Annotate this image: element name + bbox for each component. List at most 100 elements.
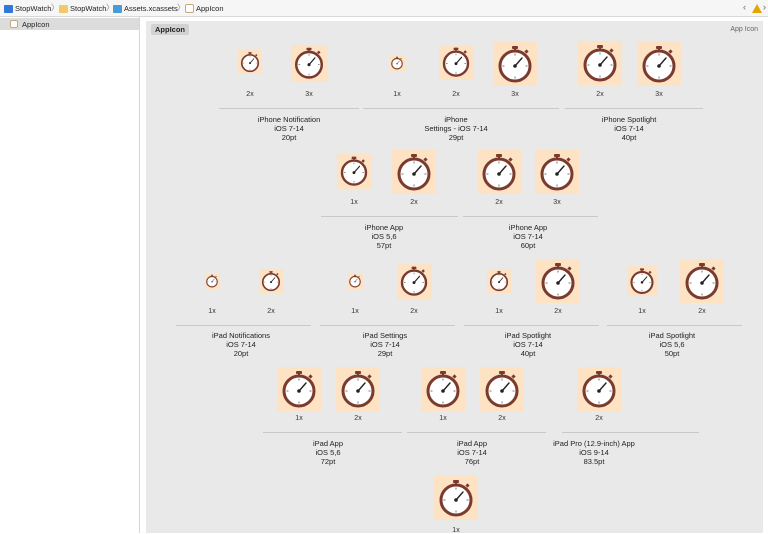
stopwatch-icon	[349, 274, 361, 288]
icon-group-divider	[263, 432, 402, 433]
icon-slot-well[interactable]	[493, 42, 537, 86]
icon-slot-well[interactable]	[259, 269, 283, 293]
breadcrumb-label: StopWatch	[70, 4, 107, 13]
appicon-icon	[185, 4, 194, 13]
icon-slot-well[interactable]	[336, 367, 380, 411]
icon-group-label-line: iOS 7-14	[614, 124, 644, 133]
icon-slot-scale-label: 2x	[554, 308, 562, 315]
icon-slot-scale-label: 1x	[208, 308, 216, 315]
stopwatch-icon	[485, 371, 519, 408]
stopwatch-icon	[582, 371, 616, 408]
icon-slot-scale-label: 1x	[495, 308, 503, 315]
icon-slot-well[interactable]	[389, 55, 405, 71]
icon-group-label-line: iPhone Notification	[257, 115, 321, 124]
icon-group-label-line: iOS 5,6	[371, 232, 397, 241]
icon-slot-well[interactable]	[434, 476, 478, 520]
breadcrumb-label: AppIcon	[196, 4, 224, 13]
icon-group-label-line: 57pt	[376, 241, 392, 250]
icon-group-label-line: iOS 7-14	[226, 340, 256, 349]
forward-button[interactable]: ›	[763, 2, 766, 12]
icon-slot-well[interactable]	[536, 259, 580, 303]
icon-group-label-line: 40pt	[621, 133, 637, 142]
icon-slot-well[interactable]	[396, 263, 432, 299]
icon-slot-scale-label: 1x	[350, 199, 358, 206]
icon-group-label-line: iPhone App	[364, 223, 404, 232]
stopwatch-icon	[442, 47, 470, 77]
icon-slot-well[interactable]	[204, 273, 220, 289]
icon-slot-well[interactable]	[577, 367, 621, 411]
stopwatch-icon	[341, 371, 375, 408]
icon-group-label-line: iOS 7-14	[274, 124, 304, 133]
stopwatch-icon	[482, 154, 516, 191]
icon-slot-well[interactable]	[578, 41, 622, 85]
icon-group-label-line: iOS 7-14	[457, 448, 487, 457]
icon-group-label-line: 72pt	[320, 457, 336, 466]
icon-group-label-line: iPhone	[444, 115, 468, 124]
sidebar-item-appicon[interactable]: AppIcon	[0, 18, 139, 30]
folder-icon	[59, 4, 68, 13]
icon-slot-well[interactable]	[290, 44, 328, 82]
stopwatch-icon	[397, 154, 431, 191]
icon-slot-scale-label: 2x	[495, 199, 503, 206]
stopwatch-icon	[426, 371, 460, 408]
icon-slot-scale-label: 2x	[410, 308, 418, 315]
icon-group-label-line: 29pt	[377, 349, 393, 358]
stopwatch-icon	[391, 56, 403, 70]
icon-group-label-line: iPad Pro (12.9-inch) App	[553, 439, 635, 448]
breadcrumb-label: Assets.xcassets	[124, 4, 178, 13]
breadcrumb-folder[interactable]: StopWatch	[59, 3, 106, 14]
asset-catalog-icon	[113, 4, 122, 13]
icon-slot-well[interactable]	[637, 42, 681, 86]
icon-slot-well[interactable]	[392, 150, 436, 194]
stopwatch-icon	[541, 263, 575, 300]
icon-group-label-line: iOS 5,6	[315, 448, 341, 457]
icon-slot-scale-label: 2x	[698, 308, 706, 315]
icon-slot-well[interactable]	[535, 150, 579, 194]
icon-slot-well[interactable]	[480, 367, 524, 411]
stopwatch-icon	[439, 480, 473, 517]
stopwatch-icon	[685, 263, 719, 300]
icon-slot-well[interactable]	[277, 367, 321, 411]
icon-group-divider	[464, 325, 599, 326]
breadcrumb-separator: 〉	[51, 3, 59, 12]
icon-slot-well[interactable]	[680, 259, 724, 303]
stopwatch-icon	[400, 266, 428, 296]
breadcrumb-appicon[interactable]: AppIcon	[185, 3, 224, 14]
breadcrumb-project[interactable]: StopWatch	[4, 3, 51, 14]
icon-set-name[interactable]: AppIcon	[151, 24, 189, 35]
icon-group-label-line: iPad Spotlight	[504, 331, 552, 340]
icon-group-label-line: iOS 9-14	[579, 448, 609, 457]
back-button[interactable]: ‹	[743, 2, 746, 12]
icon-slot-well[interactable]	[487, 269, 511, 293]
icon-slot-well[interactable]	[336, 153, 372, 189]
icon-group-label-line: 29pt	[448, 133, 464, 142]
icon-slot-scale-label: 1x	[638, 308, 646, 315]
icon-slot-well[interactable]	[421, 367, 465, 411]
warning-icon[interactable]	[752, 4, 762, 13]
stopwatch-icon	[206, 274, 218, 288]
icon-slot-well[interactable]	[477, 150, 521, 194]
icon-slot-well[interactable]	[627, 266, 657, 296]
icon-group-label-line: iPad App	[312, 439, 344, 448]
breadcrumb-asset-catalog[interactable]: Assets.xcassets	[113, 3, 178, 14]
icon-slot-scale-label: 2x	[267, 308, 275, 315]
xcode-project-icon	[4, 4, 13, 13]
icon-group-label-line: 40pt	[520, 349, 536, 358]
icon-group-divider	[562, 432, 699, 433]
breadcrumb-separator: 〉	[177, 3, 185, 12]
icon-slot-well[interactable]	[438, 44, 474, 80]
icon-group-label-line: iPhone Spotlight	[601, 115, 657, 124]
jump-bar: StopWatch 〉 StopWatch 〉 Assets.xcassets …	[0, 0, 768, 17]
icon-slot-well[interactable]	[347, 273, 363, 289]
icon-slot-scale-label: 1x	[393, 91, 401, 98]
icon-slot-well[interactable]	[238, 50, 262, 74]
icon-group-label-line: iPad Settings	[362, 331, 408, 340]
icon-group-divider	[219, 108, 359, 109]
